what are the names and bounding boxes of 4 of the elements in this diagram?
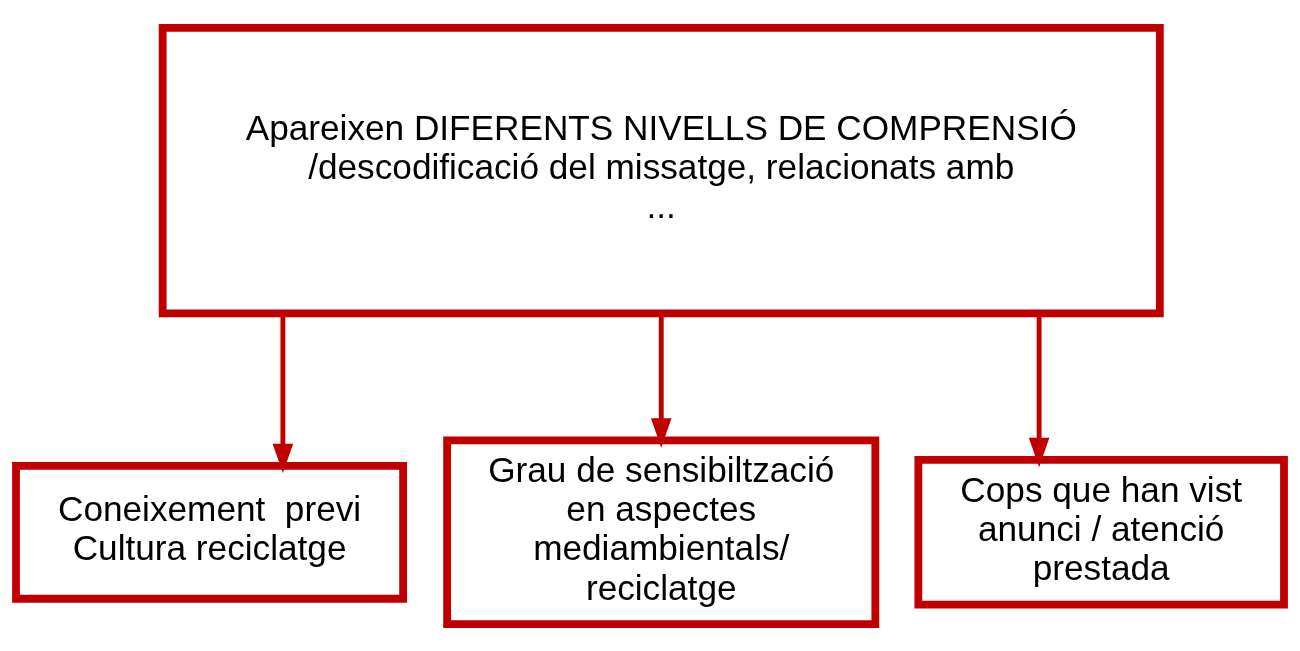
node-box: Apareixen DIFERENTS NIVELLS DE COMPRENSIÓ /descodificació del missatge, relacionats amb ... <box>158 23 1164 317</box>
node-box: Coneixement previ Cultura reciclatge <box>12 461 408 603</box>
node-box: Grau de sensibiltzació en aspectes mediambientals/ reciclatge <box>443 435 880 628</box>
node-box: Cops que han vist anunci / atenció prestada <box>914 455 1288 609</box>
